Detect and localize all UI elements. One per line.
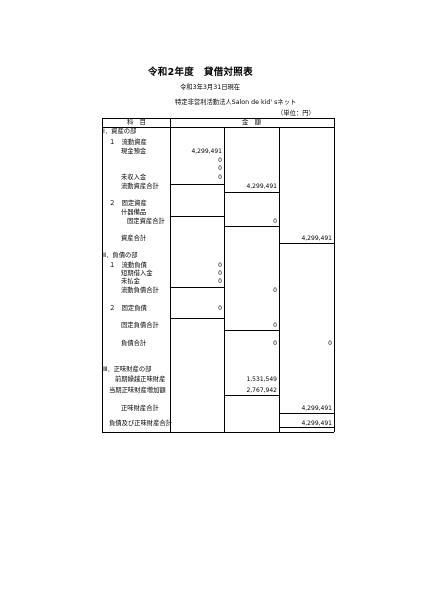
- column-divider-2: [224, 127, 225, 432]
- liabilities-total-value: 0: [273, 340, 277, 347]
- payable-label: 未払金: [121, 278, 140, 285]
- section-assets: Ⅰ．資産の部: [103, 128, 137, 135]
- fixtures-label: 什器備品: [121, 209, 147, 216]
- liabilities-total-label: 負債合計: [121, 340, 147, 347]
- table-right-border: [334, 118, 335, 432]
- header-bottom-border: [102, 127, 334, 128]
- fixed-assets-total-value: 0: [273, 218, 277, 225]
- current-assets-total-line: [224, 192, 279, 193]
- fixed-liabilities-total-label: 固定負債合計: [121, 322, 159, 329]
- document-title: 令和2年度 貸借対照表: [148, 67, 253, 78]
- receivable-label: 未収入金: [121, 174, 147, 181]
- fixtures-line: [170, 216, 224, 217]
- fixed-assets-total-label: 固定資産合計: [127, 218, 165, 225]
- zero-value: 0: [218, 262, 222, 269]
- short-term-loan-value: 0: [218, 270, 222, 277]
- table-left-border: [102, 118, 103, 432]
- current-liabilities-total-label: 流動負債合計: [121, 287, 159, 294]
- as-of-date: 令和3年3月31日現在: [180, 84, 241, 91]
- unit-note: （単位：円）: [277, 110, 315, 117]
- cash-label: 現金預金: [121, 148, 147, 155]
- fixed-assets-heading: ２ 固定資産: [109, 200, 147, 207]
- zero-value: 0: [218, 157, 222, 164]
- section-net-assets: Ⅲ．正味財産の部: [103, 366, 152, 373]
- current-assets-total-label: 流動資産合計: [121, 183, 159, 190]
- zero-value: 0: [218, 165, 222, 172]
- current-assets-total-value: 4,299,491: [246, 183, 277, 190]
- assets-total-line: [279, 243, 334, 244]
- cash-value: 4,299,491: [191, 148, 222, 155]
- net-increase-value: 2,767,942: [246, 387, 277, 394]
- liabilities-total-value-right: 0: [328, 340, 332, 347]
- current-liabilities-total-value: 0: [273, 287, 277, 294]
- column-header-amount: 金 額: [242, 119, 261, 126]
- grand-total-label: 負債及び正味財産合計: [109, 420, 172, 427]
- fixed-liabilities-line: [170, 318, 224, 319]
- receivable-value: 0: [218, 174, 222, 181]
- section-liabilities: Ⅱ．負債の部: [103, 252, 138, 259]
- column-header-item: 科 目: [127, 119, 146, 126]
- fixed-assets-total-line: [224, 226, 279, 227]
- net-assets-total-label: 正味財産合計: [121, 405, 159, 412]
- short-term-loan-label: 短期借入金: [121, 270, 153, 277]
- assets-total-value: 4,299,491: [301, 235, 332, 242]
- current-liabilities-subtotal-line: [170, 287, 224, 288]
- current-liabilities-heading: １ 流動負債: [109, 262, 147, 269]
- table-bottom-border: [102, 432, 334, 433]
- current-assets-heading: １ 流動資産: [109, 139, 147, 146]
- fixed-liabilities-total-value: 0: [273, 322, 277, 329]
- prior-net-assets-label: 前期繰越正味財産: [115, 376, 166, 383]
- net-assets-total-line: [279, 413, 334, 414]
- net-assets-total-value: 4,299,491: [301, 405, 332, 412]
- current-assets-subtotal-line: [170, 184, 224, 185]
- prior-net-assets-value: 1,531,549: [246, 376, 277, 383]
- grand-total-value: 4,299,491: [301, 420, 332, 427]
- column-divider-1: [170, 118, 171, 432]
- fixed-liabilities-heading: ２ 固定負債: [109, 305, 147, 312]
- net-increase-line: [224, 395, 279, 396]
- column-divider-3: [279, 127, 280, 432]
- fixed-liabilities-value: 0: [218, 305, 222, 312]
- net-increase-label: 当期正味財産増加額: [109, 387, 166, 394]
- grand-total-line: [279, 427, 334, 428]
- organization-name: 特定非営利活動法人Salon de kid' sネット: [175, 99, 297, 106]
- fixed-liabilities-total-line: [224, 330, 279, 331]
- payable-value: 0: [218, 278, 222, 285]
- assets-total-label: 資産合計: [121, 235, 147, 242]
- table-top-border: [102, 118, 334, 119]
